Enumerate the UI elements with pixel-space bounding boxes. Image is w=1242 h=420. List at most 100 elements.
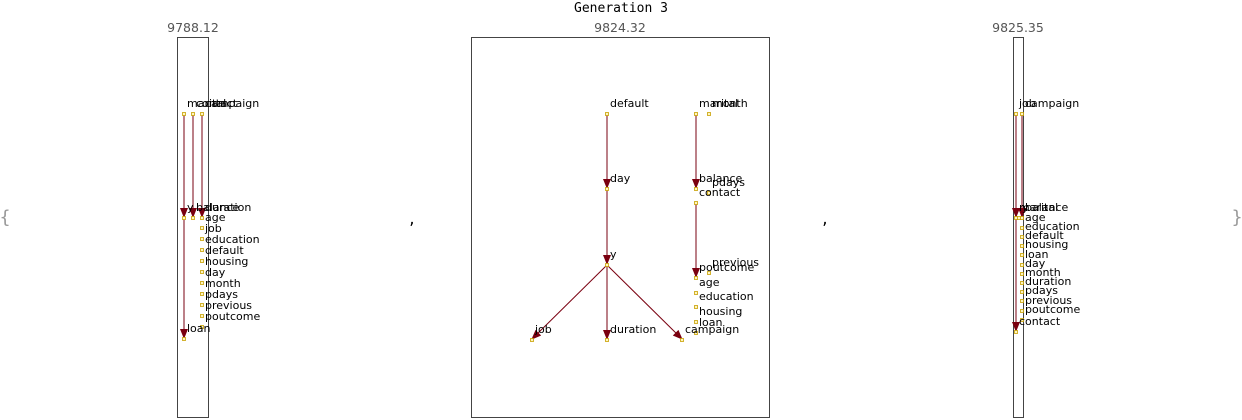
node-label: poutcome [699,261,754,274]
node-label: day [205,266,226,279]
node-marker [182,216,186,220]
graph-panel-3: 9825.35 jobcampaignmaritalybalanceageedu… [992,20,1080,418]
page-title: Generation 3 [574,1,668,16]
node-label: pdays [205,288,238,301]
node-marker [605,338,609,342]
comma-separator: , [408,212,416,228]
node-marker [1020,216,1024,220]
panel-frame [471,37,770,418]
node-label: pdays [712,176,745,189]
node-default: default [200,244,244,263]
node-duration: duration [605,323,656,342]
node-label: y [610,248,617,261]
node-label: age [699,276,720,289]
node-marker [200,270,204,274]
node-poutcome: poutcome [200,310,260,329]
node-contact: contact [694,186,741,205]
node-marker [707,191,711,195]
close-brace: } [1232,207,1242,228]
node-label: campaign [1025,97,1079,110]
node-label: loan [1025,248,1049,261]
node-education: education [1020,220,1080,239]
node-marker [694,276,698,280]
node-marker [694,201,698,205]
node-label: campaign [685,323,739,336]
node-marker [680,338,684,342]
node-marker [530,338,534,342]
node-day: day [200,266,226,285]
node-marker [200,237,204,241]
node-loan: loan [182,322,211,341]
node-label: duration [1025,275,1071,288]
node-marker [694,320,698,324]
open-brace: { [0,207,10,228]
node-age: age [694,276,720,295]
node-marker [1020,318,1024,322]
node-label: loan [187,322,211,335]
node-label: default [610,97,649,110]
node-loan: loan [694,316,723,335]
node-label: job [534,323,552,336]
edge-y-to-campaign [606,264,683,340]
node-contact: contact [191,97,238,116]
node-marker [200,325,204,329]
node-label: poutcome [1025,303,1080,316]
panel-score: 9825.35 [992,20,1044,35]
node-housing: housing [694,305,742,324]
node-label: poutcome [205,310,260,323]
node-duration: duration [1020,275,1071,294]
node-label: education [1025,220,1080,233]
panel-score: 9788.12 [167,20,219,35]
node-job: job [200,222,222,241]
node-loan: loan [1020,248,1049,267]
node-marker [1020,272,1024,276]
node-marker [200,303,204,307]
node-label: default [1025,229,1064,242]
node-label: housing [205,255,248,268]
node-label: housing [1025,238,1068,251]
node-day: day [1020,257,1046,276]
node-marker [1014,112,1018,116]
node-education: education [694,290,754,309]
node-label: previous [712,256,759,269]
node-marker [694,305,698,309]
node-campaign: campaign [1020,97,1079,116]
node-label: pdays [1025,284,1058,297]
node-marker [1020,299,1024,303]
edge-y-to-job [531,264,608,340]
node-age: age [200,211,226,230]
node-label: contact [196,97,238,110]
node-balance: balance [191,201,240,220]
node-marker [1020,226,1024,230]
node-label: default [205,244,244,257]
node-label: balance [699,172,743,185]
node-marker [1017,216,1021,220]
node-marker [1014,216,1018,220]
node-marker [200,226,204,230]
node-default: default [1020,229,1064,248]
node-housing: housing [200,255,248,274]
node-label: age [205,211,226,224]
node-marital: marital [182,97,226,116]
node-label: education [699,290,754,303]
node-marker [200,248,204,252]
node-label: job [204,222,222,235]
node-previous: previous [1020,294,1072,313]
node-marker [1020,112,1024,116]
node-marker [191,216,195,220]
node-marker [1020,263,1024,267]
node-marker [605,263,609,267]
node-label: y [1022,201,1029,214]
node-label: campaign [205,97,259,110]
node-campaign: campaign [680,323,739,342]
node-day: day [605,172,631,191]
node-marker [200,259,204,263]
node-label: marital [187,97,226,110]
node-marker [1020,290,1024,294]
node-age: age [1020,211,1046,230]
node-marker [1020,253,1024,257]
node-poutcome: poutcome [1020,303,1080,322]
